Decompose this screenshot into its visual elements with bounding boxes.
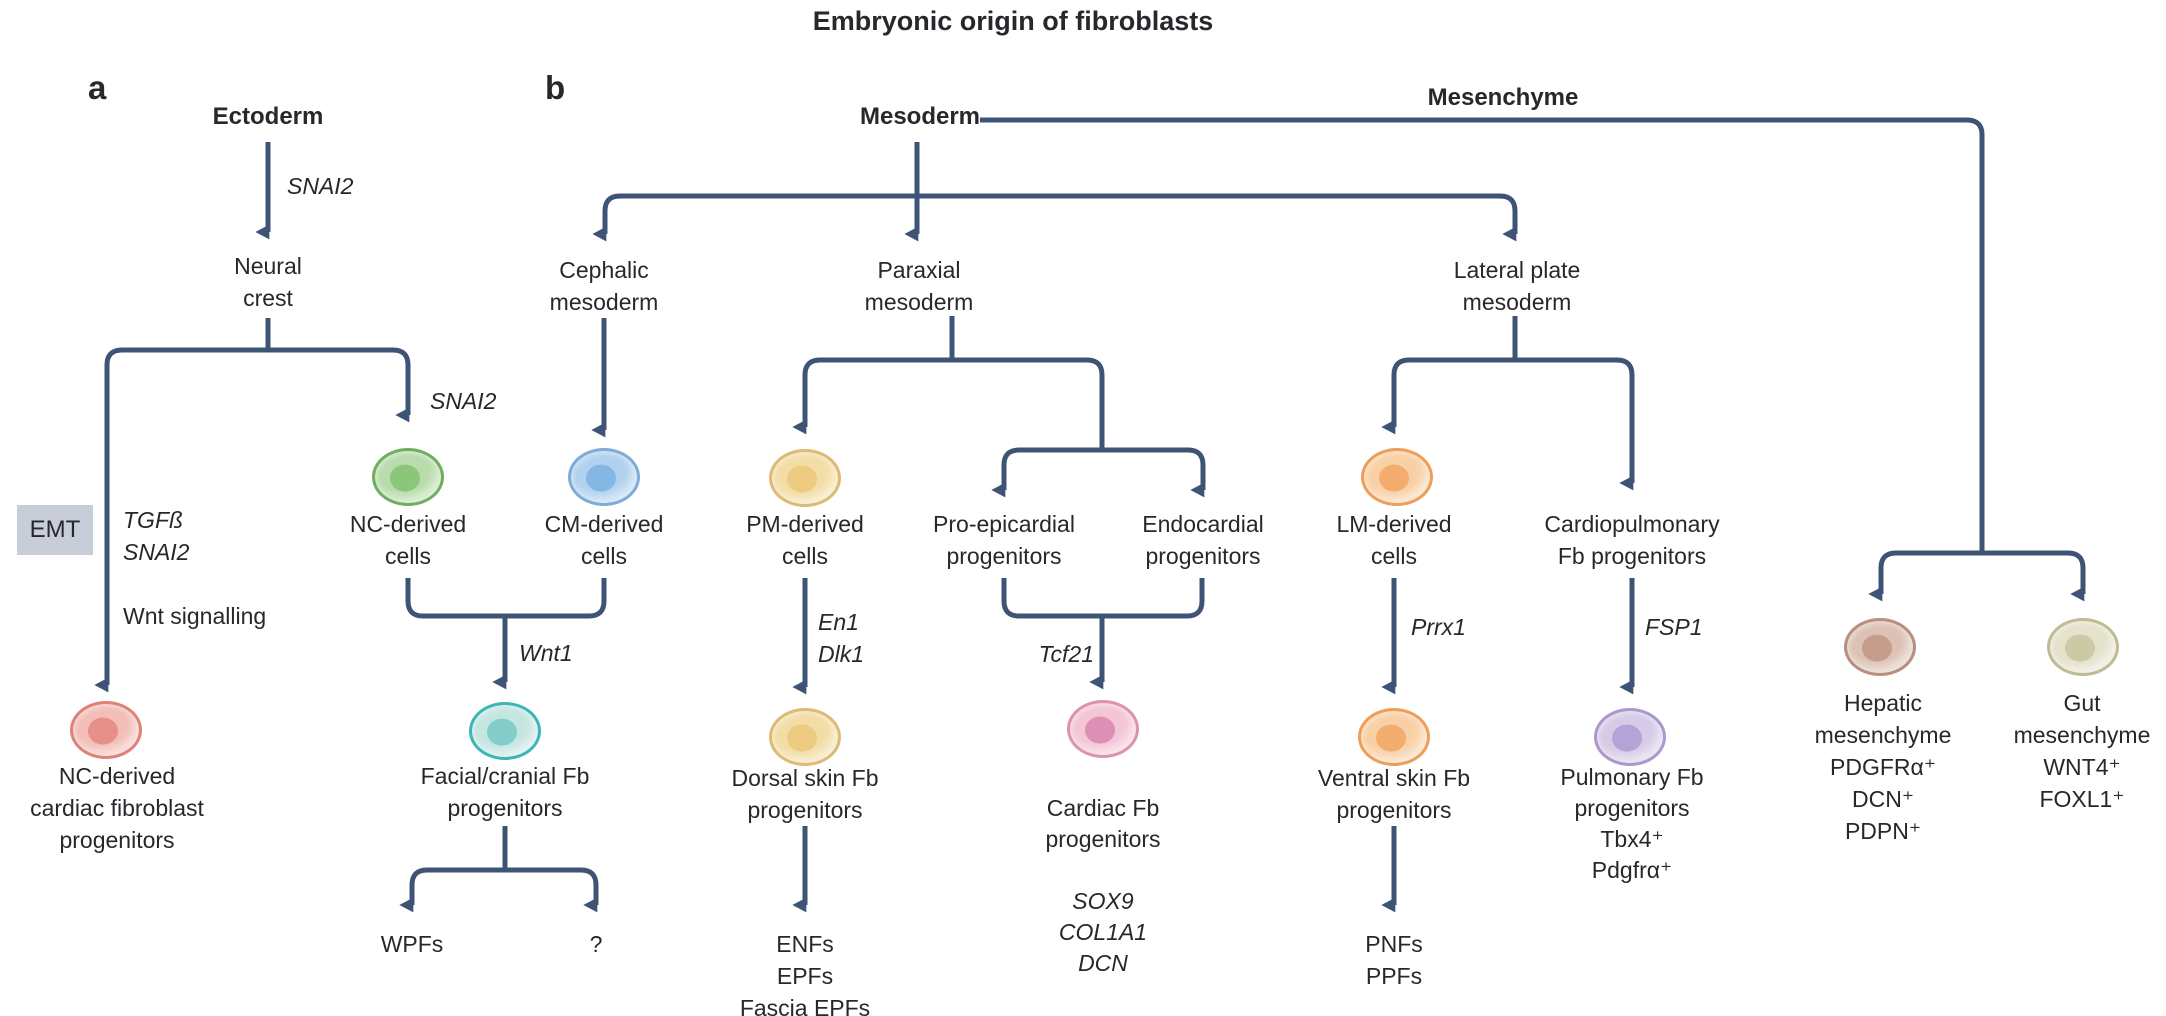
node-lateral-plate-mesoderm: Lateral plate mesoderm <box>1453 257 1581 315</box>
node-pnfs-ppfs: PNFs PPFs <box>1365 931 1423 989</box>
arrow-lateral-to-cardiopulmonary <box>1515 357 1635 491</box>
cell-ventral-skin-progenitor <box>1358 708 1430 766</box>
gene-label-en1-dlk1: En1 Dlk1 <box>818 609 865 667</box>
cardiac-fb-name: Cardiac Fb progenitors <box>1045 795 1161 852</box>
node-gut-mesenchyme: Gut mesenchyme WNT4⁺ FOXL1⁺ <box>2013 690 2151 812</box>
node-hepatic-mesenchyme: Hepatic mesenchyme PDGFRα⁺ DCN⁺ PDPN⁺ <box>1814 690 1952 844</box>
cell-nucleus <box>787 465 817 493</box>
node-cardiac-fb-progenitors: Cardiac Fb progenitors SOX9 COL1A1 DCN <box>1045 762 1160 1010</box>
cell-nucleus <box>487 718 517 746</box>
arrow-neural-crest-to-nc-cardiac <box>94 347 268 693</box>
cell-dorsal-skin-progenitor <box>769 708 841 766</box>
cell-lm-derived <box>1361 448 1433 506</box>
gene-label-snai2-a: SNAI2 <box>287 173 354 199</box>
cell-hepatic-mesenchyme <box>1844 618 1916 676</box>
arrow-branch-to-pro-epicardial <box>991 447 1102 498</box>
gene-label-fsp1: FSP1 <box>1645 614 1703 640</box>
line-nc-cm-merge <box>405 578 607 619</box>
cell-nucleus <box>1379 464 1409 492</box>
arrow-lateral-to-lm-cells <box>1381 357 1515 435</box>
cell-nucleus <box>2065 634 2095 662</box>
arrow-mesenchyme-to-hepatic <box>1868 550 1982 602</box>
cardiac-fb-genes: SOX9 COL1A1 DCN <box>1058 888 1148 976</box>
gene-label-snai2-b: SNAI2 <box>430 388 497 414</box>
node-endocardial-progenitors: Endocardial progenitors <box>1142 511 1264 569</box>
cell-pulmonary-fb-progenitor <box>1594 708 1666 766</box>
arrow-branch-to-endocardial <box>1102 447 1206 498</box>
gene-label-wnt1: Wnt1 <box>519 640 573 666</box>
node-pulmonary-fb-progenitors: Pulmonary Fb progenitors Tbx4⁺ Pdgfrα⁺ <box>1560 764 1704 883</box>
arrow-facial-to-unknown <box>505 867 599 913</box>
arrow-facial-to-wpfs <box>399 867 505 913</box>
cell-nucleus <box>1376 724 1406 752</box>
node-mesenchyme: Mesenchyme <box>1427 84 1579 111</box>
cell-nucleus <box>1085 716 1115 744</box>
cell-cardiac-fb-progenitor <box>1067 700 1139 758</box>
node-wpfs: WPFs <box>380 931 444 957</box>
line-paraxial-to-cardiac-branch <box>952 357 1105 450</box>
arrow-mesenchyme-to-gut <box>1982 550 2086 602</box>
line-mesenchyme-trunk <box>980 117 1985 553</box>
cell-nc-cardiac-progenitor <box>70 701 142 759</box>
cell-nc-derived <box>372 448 444 506</box>
cell-nucleus <box>88 717 118 745</box>
figure-title: Embryonic origin of fibroblasts <box>812 6 1214 36</box>
emt-label: EMT <box>29 516 81 543</box>
cell-pm-derived <box>769 449 841 507</box>
cell-nucleus <box>1612 724 1642 752</box>
node-neural-crest: Neural crest <box>234 253 302 311</box>
node-ectoderm: Ectoderm <box>212 103 324 130</box>
node-mesoderm: Mesoderm <box>859 103 981 130</box>
node-cardiopulmonary-progenitors: Cardiopulmonary Fb progenitors <box>1544 511 1720 569</box>
gene-label-tcf21: Tcf21 <box>1038 641 1094 667</box>
emt-gene-list: TGFß SNAI2 Wnt signalling <box>123 472 266 664</box>
node-cm-derived-cells: CM-derived cells <box>544 511 664 569</box>
gene-label-prrx1: Prrx1 <box>1411 614 1466 640</box>
node-paraxial-mesoderm: Paraxial mesoderm <box>864 257 974 315</box>
emt-genes-regular: Wnt signalling <box>123 603 267 629</box>
cell-gut-mesenchyme <box>2047 618 2119 676</box>
emt-box: EMT <box>17 505 93 555</box>
node-facial-cranial-progenitors: Facial/cranial Fb progenitors <box>420 763 590 821</box>
cell-nucleus <box>1862 634 1892 662</box>
cell-nucleus <box>390 464 420 492</box>
arrow-paraxial-to-pm-cells <box>792 357 952 435</box>
arrow-mesoderm-to-cephalic <box>592 193 917 242</box>
arrow-mesoderm-to-lateral-plate <box>917 193 1518 242</box>
node-nc-derived-cells: NC-derived cells <box>349 511 467 569</box>
node-enfs-epfs: ENFs EPFs Fascia EPFs <box>739 931 871 1016</box>
node-ventral-skin-progenitors: Ventral skin Fb progenitors <box>1317 765 1471 823</box>
cell-nucleus <box>787 724 817 752</box>
node-pm-derived-cells: PM-derived cells <box>746 511 864 569</box>
node-lm-derived-cells: LM-derived cells <box>1336 511 1452 569</box>
emt-genes-italic: TGFß SNAI2 <box>123 507 190 565</box>
node-unknown-fate: ? <box>589 931 603 957</box>
panel-label-b: b <box>545 69 566 106</box>
line-epicardial-endocardial-merge <box>1001 578 1205 619</box>
panel-label-a: a <box>88 69 107 106</box>
node-pro-epicardial-progenitors: Pro-epicardial progenitors <box>933 511 1075 569</box>
cell-cm-derived <box>568 448 640 506</box>
arrow-neural-crest-to-nc-cells <box>268 347 411 423</box>
cell-nucleus <box>586 464 616 492</box>
node-dorsal-skin-progenitors: Dorsal skin Fb progenitors <box>731 765 879 823</box>
node-cephalic-mesoderm: Cephalic mesoderm <box>549 257 659 315</box>
node-nc-cardiac-progenitors: NC-derived cardiac fibroblast progenitor… <box>30 763 204 853</box>
cell-facial-cranial-progenitor <box>469 702 541 760</box>
